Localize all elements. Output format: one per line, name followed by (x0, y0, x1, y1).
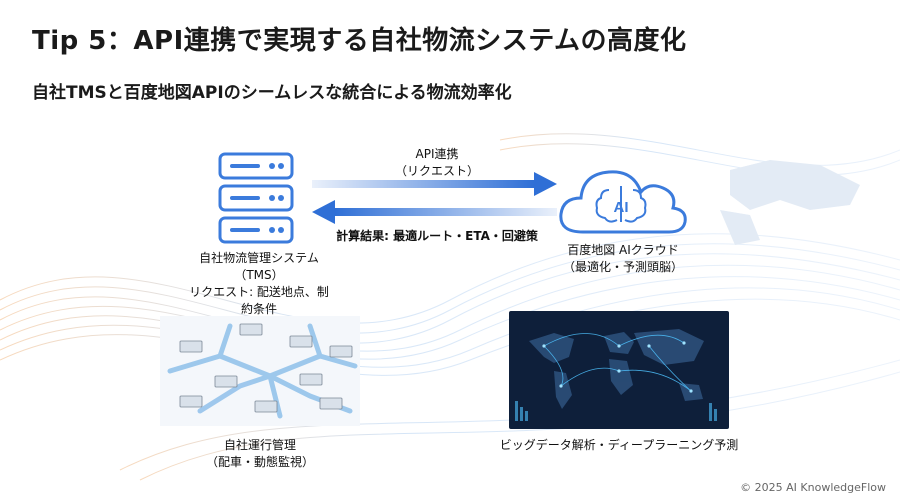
tms-label: 自社物流管理システム （TMS） リクエスト: 配送地点、制約条件 (184, 250, 334, 318)
cloud-label-line1: 百度地図 AIクラウド (567, 243, 679, 257)
cloud-label-line2: （最適化・予測頭脳） (562, 260, 683, 274)
response-arrow (312, 200, 557, 224)
bigdata-label: ビッグデータ解析・ディープラーニング予測 (499, 438, 739, 452)
tms-label-line2: （TMS） (234, 268, 284, 282)
cloud-ai-text: AI (614, 199, 629, 216)
fleet-label: 自社運行管理 （配車・動態監視） (185, 437, 335, 471)
result-label: 計算結果: 最適ルート・ETA・回避策 (336, 229, 538, 243)
api-link-label: API連携 （リクエスト） (382, 146, 492, 180)
fleet-label-line1: 自社運行管理 (223, 438, 296, 452)
server-icon (218, 152, 294, 244)
page-subtitle: 自社TMSと百度地図APIのシームレスな統合による物流効率化 (32, 83, 512, 103)
brain-icon (595, 186, 647, 223)
api-link-line2: （リクエスト） (394, 164, 479, 178)
api-arrows (312, 172, 557, 224)
tms-label-line1: 自社物流管理システム (199, 251, 319, 265)
truck-group (179, 323, 353, 413)
api-link-line1: API連携 (415, 147, 459, 161)
copyright-footer: © 2025 AI KnowledgeFlow (740, 481, 886, 494)
page-title: Tip 5：API連携で実現する自社物流システムの高度化 (32, 26, 687, 56)
fleet-illustration (160, 316, 360, 426)
cloud-label: 百度地図 AIクラウド （最適化・予測頭脳） (553, 242, 693, 276)
fleet-label-line2: （配車・動態監視） (205, 455, 314, 469)
request-arrow (312, 172, 557, 196)
ai-cloud-icon: AI (559, 170, 687, 234)
world-map-decoration (720, 160, 860, 245)
tms-request-label: リクエスト: 配送地点、制約条件 (189, 285, 329, 316)
bigdata-map-illustration (509, 311, 729, 429)
